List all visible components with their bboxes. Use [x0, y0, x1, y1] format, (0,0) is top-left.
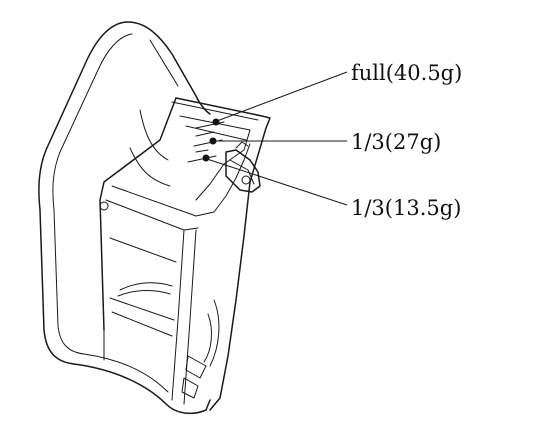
detergent-compartment	[117, 115, 251, 399]
callout-full-label: full(40.5g)	[351, 61, 462, 85]
callout-one-third-label: 1/3(13.5g)	[351, 196, 461, 220]
fill-level-markers	[187, 118, 225, 163]
drawer-body	[99, 97, 271, 411]
leader-full	[216, 71, 348, 122]
leader-one-third	[206, 158, 348, 206]
callout-two-thirds-label: 1/3(27g)	[351, 130, 441, 154]
mounting-peg	[99, 201, 109, 211]
drawer-front-panel	[38, 21, 211, 415]
siphon-cap	[225, 141, 261, 193]
callout-leaders	[206, 71, 348, 206]
